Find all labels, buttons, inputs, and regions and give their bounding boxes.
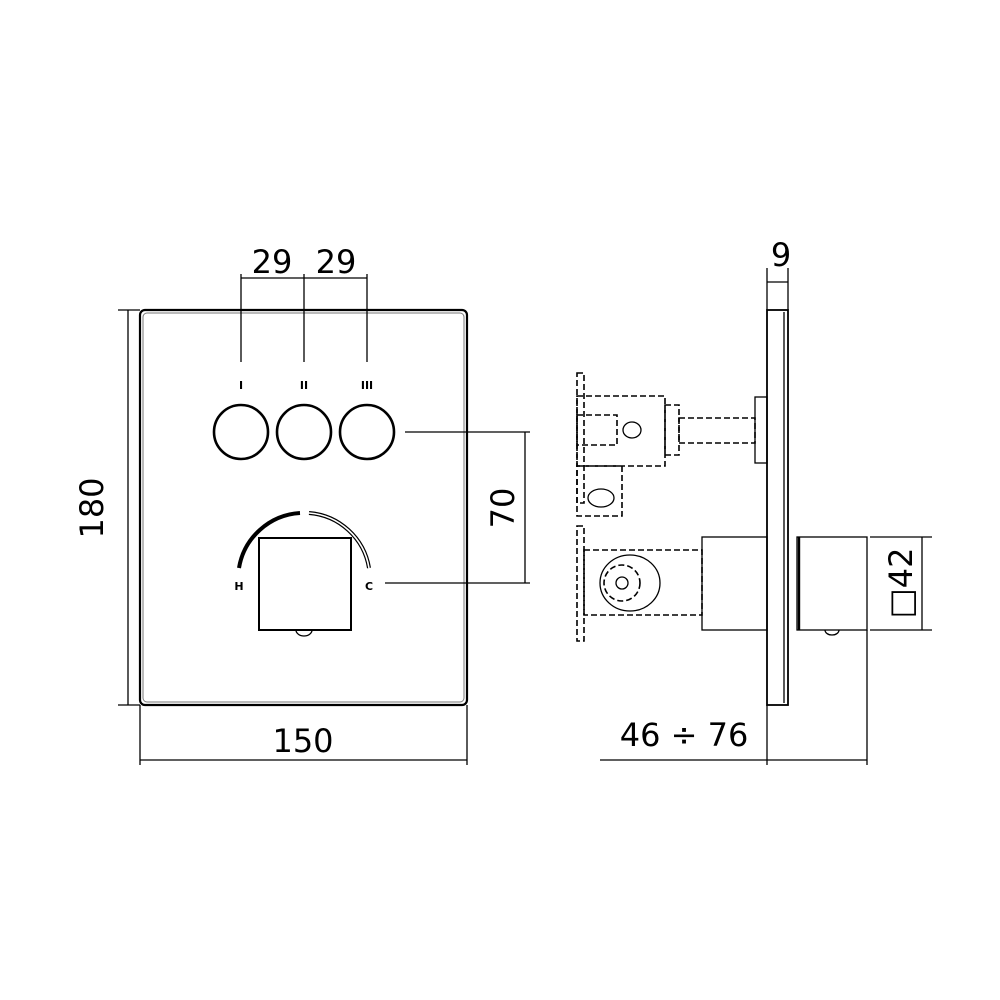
button-3-label: III bbox=[361, 379, 373, 392]
upper-rosette bbox=[754, 396, 768, 464]
knob-size-dimension: □42 bbox=[882, 548, 920, 619]
spacing-dimension-2: 29 bbox=[316, 243, 357, 281]
button-1 bbox=[212, 403, 270, 461]
cold-label: C bbox=[365, 580, 373, 593]
front-dimensions: 180 150 29 29 70 bbox=[73, 243, 530, 765]
upper-inlet bbox=[576, 414, 618, 446]
width-dimension: 150 bbox=[272, 722, 333, 760]
hot-label: H bbox=[234, 580, 243, 593]
side-dimensions: 9 □42 46 ÷ 76 bbox=[600, 236, 932, 765]
upper-port bbox=[622, 421, 642, 439]
upper-pipe bbox=[678, 417, 756, 444]
side-plate bbox=[766, 309, 789, 706]
lower-port bbox=[587, 488, 615, 508]
front-plate bbox=[138, 308, 469, 707]
front-plate-inner-edge bbox=[142, 312, 465, 703]
upper-valve-body bbox=[576, 395, 666, 467]
button-2 bbox=[275, 403, 333, 461]
height-dimension: 180 bbox=[73, 477, 111, 538]
spacing-dimension-1: 29 bbox=[252, 243, 293, 281]
thickness-dimension: 9 bbox=[771, 236, 791, 274]
upper-flange bbox=[576, 372, 585, 504]
side-view bbox=[576, 309, 868, 706]
depth-dimension: 46 ÷ 76 bbox=[620, 716, 749, 754]
button-1-label: I bbox=[239, 379, 243, 392]
button-2-label: II bbox=[300, 379, 308, 392]
cold-arc bbox=[308, 511, 371, 569]
lower-valve-body bbox=[583, 549, 703, 616]
spindle-sleeve bbox=[701, 536, 768, 631]
knob-bottom-tab bbox=[295, 629, 313, 637]
offset-dimension: 70 bbox=[484, 488, 522, 529]
mixer-knob bbox=[258, 537, 352, 631]
front-view: I II III H C bbox=[138, 308, 469, 707]
button-3 bbox=[338, 403, 396, 461]
cartridge bbox=[603, 564, 641, 602]
cartridge-center bbox=[615, 576, 629, 590]
hot-arc bbox=[237, 511, 301, 569]
upper-nut bbox=[664, 404, 680, 456]
cold-arc-inner bbox=[308, 512, 370, 569]
lower-connector bbox=[576, 465, 623, 517]
lower-flange bbox=[576, 525, 585, 642]
side-knob bbox=[796, 536, 868, 631]
side-knob-tab bbox=[824, 629, 840, 636]
cartridge-housing bbox=[599, 554, 661, 612]
